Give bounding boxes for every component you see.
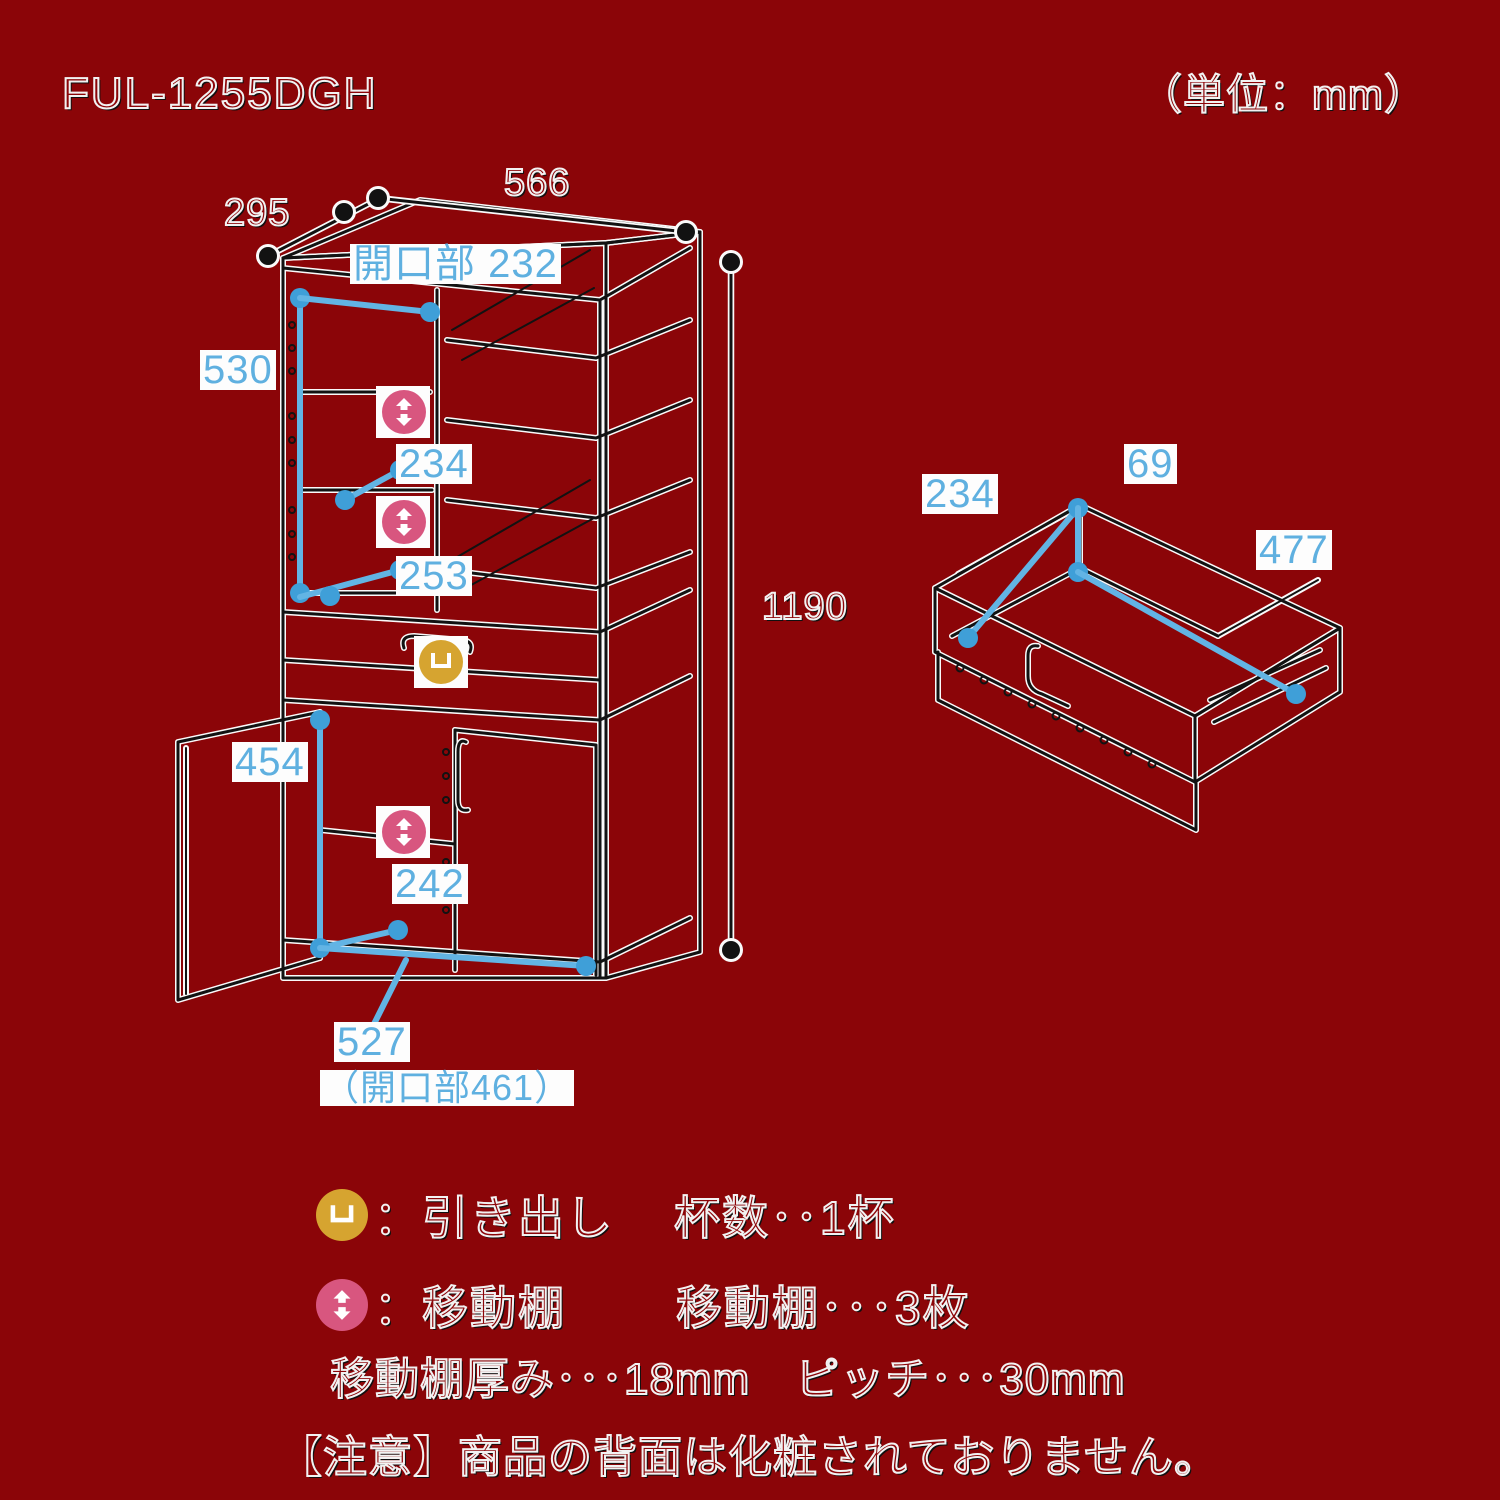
model-number-title: FUL-1255DGH: [61, 69, 378, 118]
legend-drawer-label: ：引き出し: [373, 1191, 614, 1245]
dimension-lower-shelf-gap-242: 242: [392, 864, 468, 904]
dimension-lower-inner-depth-454: 454: [232, 742, 308, 782]
dimension-upper-inner-height-530: 530: [200, 350, 276, 390]
adjustable-shelf-icon-legend: [316, 1279, 368, 1331]
legend-spec-line: 移動棚厚み･･･18mm ピッチ･･･30mm: [329, 1355, 1126, 1404]
drawer-icon-main: [419, 640, 463, 684]
dimension-upper-shelf-gap-253: 253: [396, 556, 472, 596]
adjustable-shelf-icon-2: [382, 500, 426, 544]
legend-drawer-detail: 杯数･･1杯: [673, 1191, 896, 1245]
legend-shelf-label: ：移動棚: [373, 1281, 566, 1335]
legend-row-drawer: ：引き出し 杯数･･1杯: [316, 1182, 896, 1248]
dimension-drawer-height-69: 69: [1124, 444, 1177, 484]
dimension-drawer-depth-234: 234: [922, 474, 998, 514]
dimension-drawer-width-477: 477: [1256, 530, 1332, 570]
drawer-icon-legend: [316, 1189, 368, 1241]
legend-note-line: 【注意】商品の背面は化粧されておりません。: [277, 1433, 1220, 1482]
legend-shelf-detail: 移動棚･･･3枚: [675, 1281, 971, 1335]
legend-row-shelf: ：移動棚 移動棚･･･3枚: [316, 1272, 971, 1338]
unit-note: （単位：mm）: [1139, 71, 1427, 118]
dimension-depth-295: 295: [223, 192, 291, 234]
adjustable-shelf-icon-1: [382, 390, 426, 434]
dimension-lower-inner-width-527: 527: [334, 1022, 410, 1062]
dimension-lower-opening-461: （開口部461）: [320, 1070, 575, 1106]
adjustable-shelf-icon-3: [382, 810, 426, 854]
dimension-upper-opening-232: 開口部 232: [350, 244, 561, 284]
dimension-upper-shelf-gap-234: 234: [396, 444, 472, 484]
dimension-height-1190: 1190: [761, 586, 848, 628]
dimension-width-566: 566: [503, 162, 571, 204]
